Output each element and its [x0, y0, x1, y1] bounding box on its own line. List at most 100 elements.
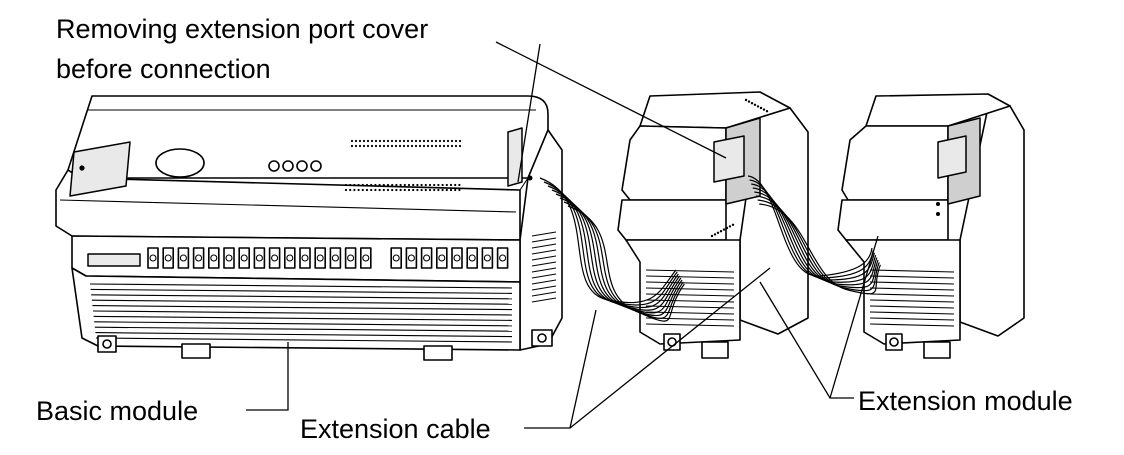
terminal-screw — [208, 247, 220, 269]
extension-module-1 — [617, 91, 809, 359]
led-dot — [426, 144, 430, 148]
led-dot — [407, 183, 411, 187]
terminal-screw-head — [468, 254, 476, 262]
label-port-cover-line2: before connection — [56, 54, 271, 84]
led-dot — [349, 183, 352, 187]
led-dot — [430, 144, 434, 148]
led-dot — [390, 144, 394, 148]
led-dot — [412, 188, 415, 192]
led-dot — [759, 106, 763, 110]
leader-cable-2 — [569, 267, 771, 429]
extension-cable-1 — [539, 177, 685, 322]
vent-slot — [90, 288, 513, 294]
terminal-screw-head — [331, 254, 339, 262]
led-dot — [344, 188, 348, 192]
side-vent-slot — [531, 279, 557, 285]
vent-slot — [91, 294, 513, 300]
terminal-screw — [162, 247, 174, 269]
vent-slot — [645, 275, 735, 279]
led-dot — [454, 183, 457, 187]
side-vent-slot — [531, 261, 557, 267]
terminal-screw — [223, 247, 235, 269]
led-dot — [354, 139, 358, 143]
ext1-led-column — [710, 98, 769, 238]
led-dot — [398, 144, 402, 148]
vent-slot — [645, 323, 735, 327]
led-dot — [442, 144, 446, 148]
basic-module-top — [67, 95, 549, 179]
label-extension-cable: Extension cable — [300, 414, 491, 444]
led-dot — [424, 183, 427, 187]
led-dot — [370, 144, 374, 148]
led-dot — [414, 139, 418, 143]
led-dot — [358, 139, 362, 143]
led-dot — [382, 144, 386, 148]
led-dot — [445, 183, 448, 187]
led-dot — [382, 139, 386, 143]
led-dot — [399, 183, 402, 187]
led-dot — [370, 139, 374, 143]
led-dot — [386, 183, 390, 187]
led-dot — [386, 139, 390, 143]
vent-slot — [869, 299, 955, 303]
terminal-screw-head — [286, 254, 294, 262]
vent-slot — [645, 305, 735, 309]
led-dot — [716, 231, 720, 234]
led-dot — [412, 183, 415, 187]
terminal-screw — [481, 247, 494, 269]
led-dot — [366, 144, 370, 148]
led-dot — [357, 188, 360, 192]
vent-slot — [869, 317, 955, 321]
vent-slot — [91, 299, 513, 305]
led-dot — [406, 144, 410, 148]
led-dot — [410, 144, 414, 148]
extension-module-2 — [837, 93, 1025, 359]
led-dot — [744, 98, 748, 102]
led-dot — [420, 183, 423, 187]
led-dot — [414, 144, 418, 148]
terminal-screw — [147, 247, 159, 269]
led-dot — [430, 139, 434, 143]
led-dot — [426, 139, 430, 143]
led-dot — [731, 223, 735, 226]
led-dot — [402, 144, 406, 148]
led-dot — [441, 188, 444, 192]
basic-module-front-vents — [89, 283, 513, 343]
led-dot — [395, 188, 398, 192]
led-dot — [710, 234, 714, 238]
terminal-screw-head — [149, 254, 157, 262]
led-dot — [361, 188, 364, 192]
led-dot — [403, 188, 406, 192]
vent-slot — [645, 311, 735, 315]
terminal-screw — [329, 247, 342, 269]
led-dot — [390, 139, 394, 143]
led-dot — [403, 183, 406, 187]
led-dot — [725, 226, 729, 230]
led-dot — [446, 139, 450, 143]
led-dot — [420, 188, 423, 192]
terminal-screw-head — [301, 254, 309, 262]
led-dot — [350, 144, 354, 148]
led-dot — [449, 188, 453, 192]
led-dot — [719, 230, 723, 233]
led-dot — [358, 144, 362, 148]
vent-slot — [645, 269, 735, 273]
side-vent-slot — [531, 297, 557, 303]
vent-slot — [869, 305, 955, 309]
vent-slot — [95, 337, 513, 343]
led-dot — [750, 102, 754, 105]
led-dot — [406, 139, 410, 143]
led-dot — [728, 225, 732, 228]
led-dot — [357, 183, 360, 187]
ext1-port-cover — [713, 135, 745, 183]
led-dot — [370, 188, 373, 192]
led-dot — [394, 144, 398, 148]
led-dot — [433, 183, 436, 187]
terminal-screw-head — [179, 254, 187, 262]
led-dot — [445, 188, 448, 192]
side-vent-slot — [531, 231, 557, 237]
label-basic-module: Basic module — [36, 396, 198, 426]
led-dot — [458, 188, 461, 192]
terminal-screw-head — [453, 254, 461, 262]
terminal-screw — [344, 247, 357, 269]
